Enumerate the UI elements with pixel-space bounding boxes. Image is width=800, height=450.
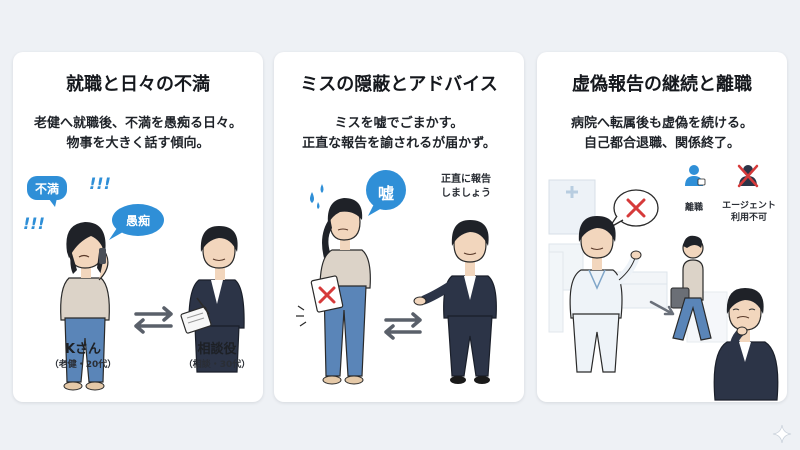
panel-description: 老健へ就職後、不満を愚痴る日々。 物事を大きく話す傾向。 <box>13 114 263 154</box>
lie-speech-bubble <box>366 170 406 216</box>
consultant-figure <box>180 226 245 373</box>
consultant-label: 相談役 <box>197 342 237 357</box>
leaving-woman-figure <box>670 235 712 341</box>
description-line: ミスを嘘でごまかす。 <box>334 116 464 131</box>
k-san-sublabel: （老健・20代） <box>49 360 117 370</box>
exchange-arrows-icon <box>134 306 173 334</box>
phone-icon <box>99 248 106 264</box>
sweat-icon <box>310 184 324 209</box>
cross-paper-icon <box>310 275 344 313</box>
panel-employment-complaints: 就職と日々の不満 老健へ就職後、不満を愚痴る日々。 物事を大きく話す傾向。 <box>13 52 263 402</box>
employment-scene-illustration <box>27 176 245 391</box>
walking-arrow-icon <box>649 300 675 316</box>
sparkle-icon <box>772 424 792 444</box>
advice-text-line: しましょう <box>441 188 491 199</box>
cross-bubble-icon <box>608 189 659 229</box>
worried-consultant-figure <box>713 288 779 401</box>
person-x-icon <box>737 164 759 188</box>
k-san-label: Kさん <box>64 342 102 357</box>
consultant-sublabel: （相談・30代） <box>183 360 251 370</box>
panel-description: 病院へ転属後も虚偽を続ける。 自己都合退職、関係終了。 <box>537 114 787 154</box>
lie-bubble-text: 嘘 <box>377 184 394 203</box>
agent-unavailable-label: エージェント <box>722 201 776 211</box>
resignation-scene-illustration <box>548 164 779 401</box>
exclamation-marks: !!! <box>23 214 45 233</box>
hiding-woman-figure <box>296 198 371 385</box>
panel-concealment-advice: ミスの隠蔽とアドバイス ミスを嘘でごまかす。 正直な報告を諭されるが届かず。 <box>274 52 524 402</box>
description-line: 正直な報告を諭されるが届かず。 <box>302 136 496 151</box>
nurse-figure <box>569 216 642 373</box>
description-line: 老健へ就職後、不満を愚痴る日々。 <box>33 116 242 131</box>
panel-false-reports-resignation: 虚偽報告の継続と離職 病院へ転属後も虚偽を続ける。 自己都合退職、関係終了。 <box>537 52 787 402</box>
panel-description: ミスを嘘でごまかす。 正直な報告を諭されるが届かず。 <box>274 114 524 154</box>
complaint-speech-bubble <box>27 176 67 207</box>
exchange-arrows-icon <box>384 312 422 340</box>
concealment-scene-illustration <box>296 170 497 385</box>
clipboard-icon <box>180 306 212 334</box>
agent-unavailable-label: 利用不可 <box>730 213 767 223</box>
description-line: 自己都合退職、関係終了。 <box>583 136 740 151</box>
panel-title: 虚偽報告の継続と離職 <box>572 74 752 95</box>
grumble-speech-bubble <box>109 204 164 240</box>
advice-text-line: 正直に報告 <box>441 174 491 185</box>
description-line: 病院へ転属後も虚偽を続ける。 <box>570 116 753 131</box>
advising-consultant-figure <box>413 220 497 384</box>
panel-title: ミスの隠蔽とアドバイス <box>300 74 498 95</box>
description-line: 物事を大きく話す傾向。 <box>66 136 210 151</box>
complaint-bubble-text: 不満 <box>34 182 59 196</box>
panel-title: 就職と日々の不満 <box>66 74 210 95</box>
person-badge-icon <box>685 165 706 186</box>
exclamation-marks: !!! <box>89 174 111 193</box>
leave-job-label: 離職 <box>684 203 703 213</box>
grumble-bubble-text: 愚痴 <box>125 214 150 228</box>
k-san-figure <box>60 222 110 391</box>
